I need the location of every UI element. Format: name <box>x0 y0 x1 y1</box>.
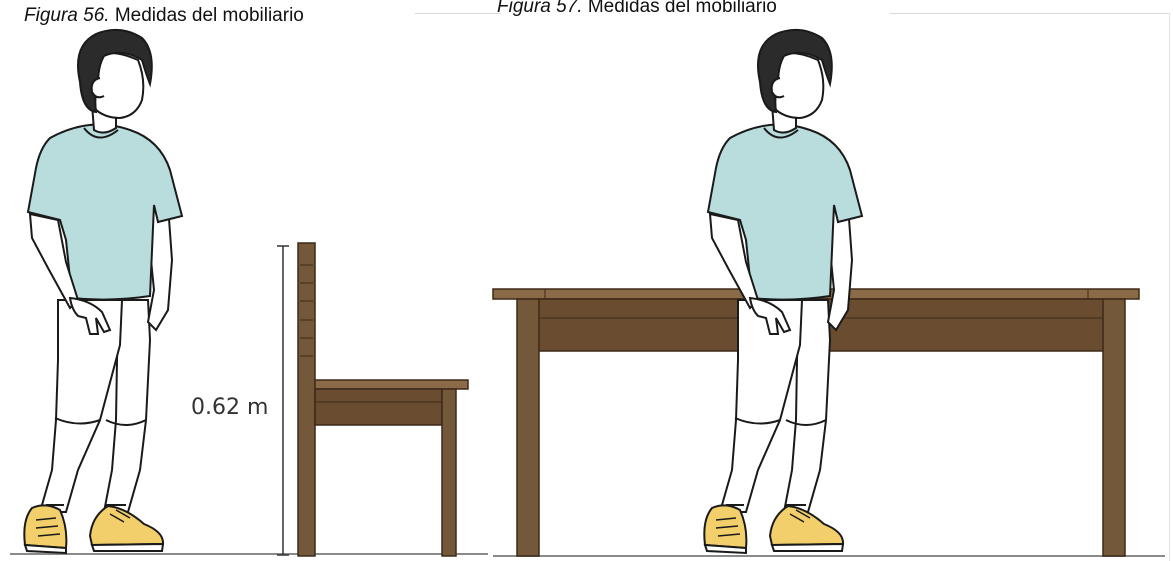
height-dimension: 0.62 m <box>188 245 289 556</box>
frame-top-line-right <box>890 13 1170 14</box>
figure-56-title: Medidas del mobiliario <box>114 5 304 26</box>
height-label: 0.62 m <box>191 395 268 420</box>
frame-top-line-left <box>415 13 501 14</box>
figure-57-number: Figura 57. <box>497 0 583 17</box>
figure-57-title: Medidas del mobiliario <box>587 0 777 17</box>
frame-right-line <box>1169 13 1170 561</box>
chair <box>297 242 469 557</box>
figure-56-number: Figura 56. <box>24 5 110 26</box>
figure-56-caption: Figura 56. Medidas del mobiliario <box>24 6 304 25</box>
child-figure-left <box>23 28 183 555</box>
figure-57-caption: Figura 57. Medidas del mobiliario <box>497 0 777 16</box>
